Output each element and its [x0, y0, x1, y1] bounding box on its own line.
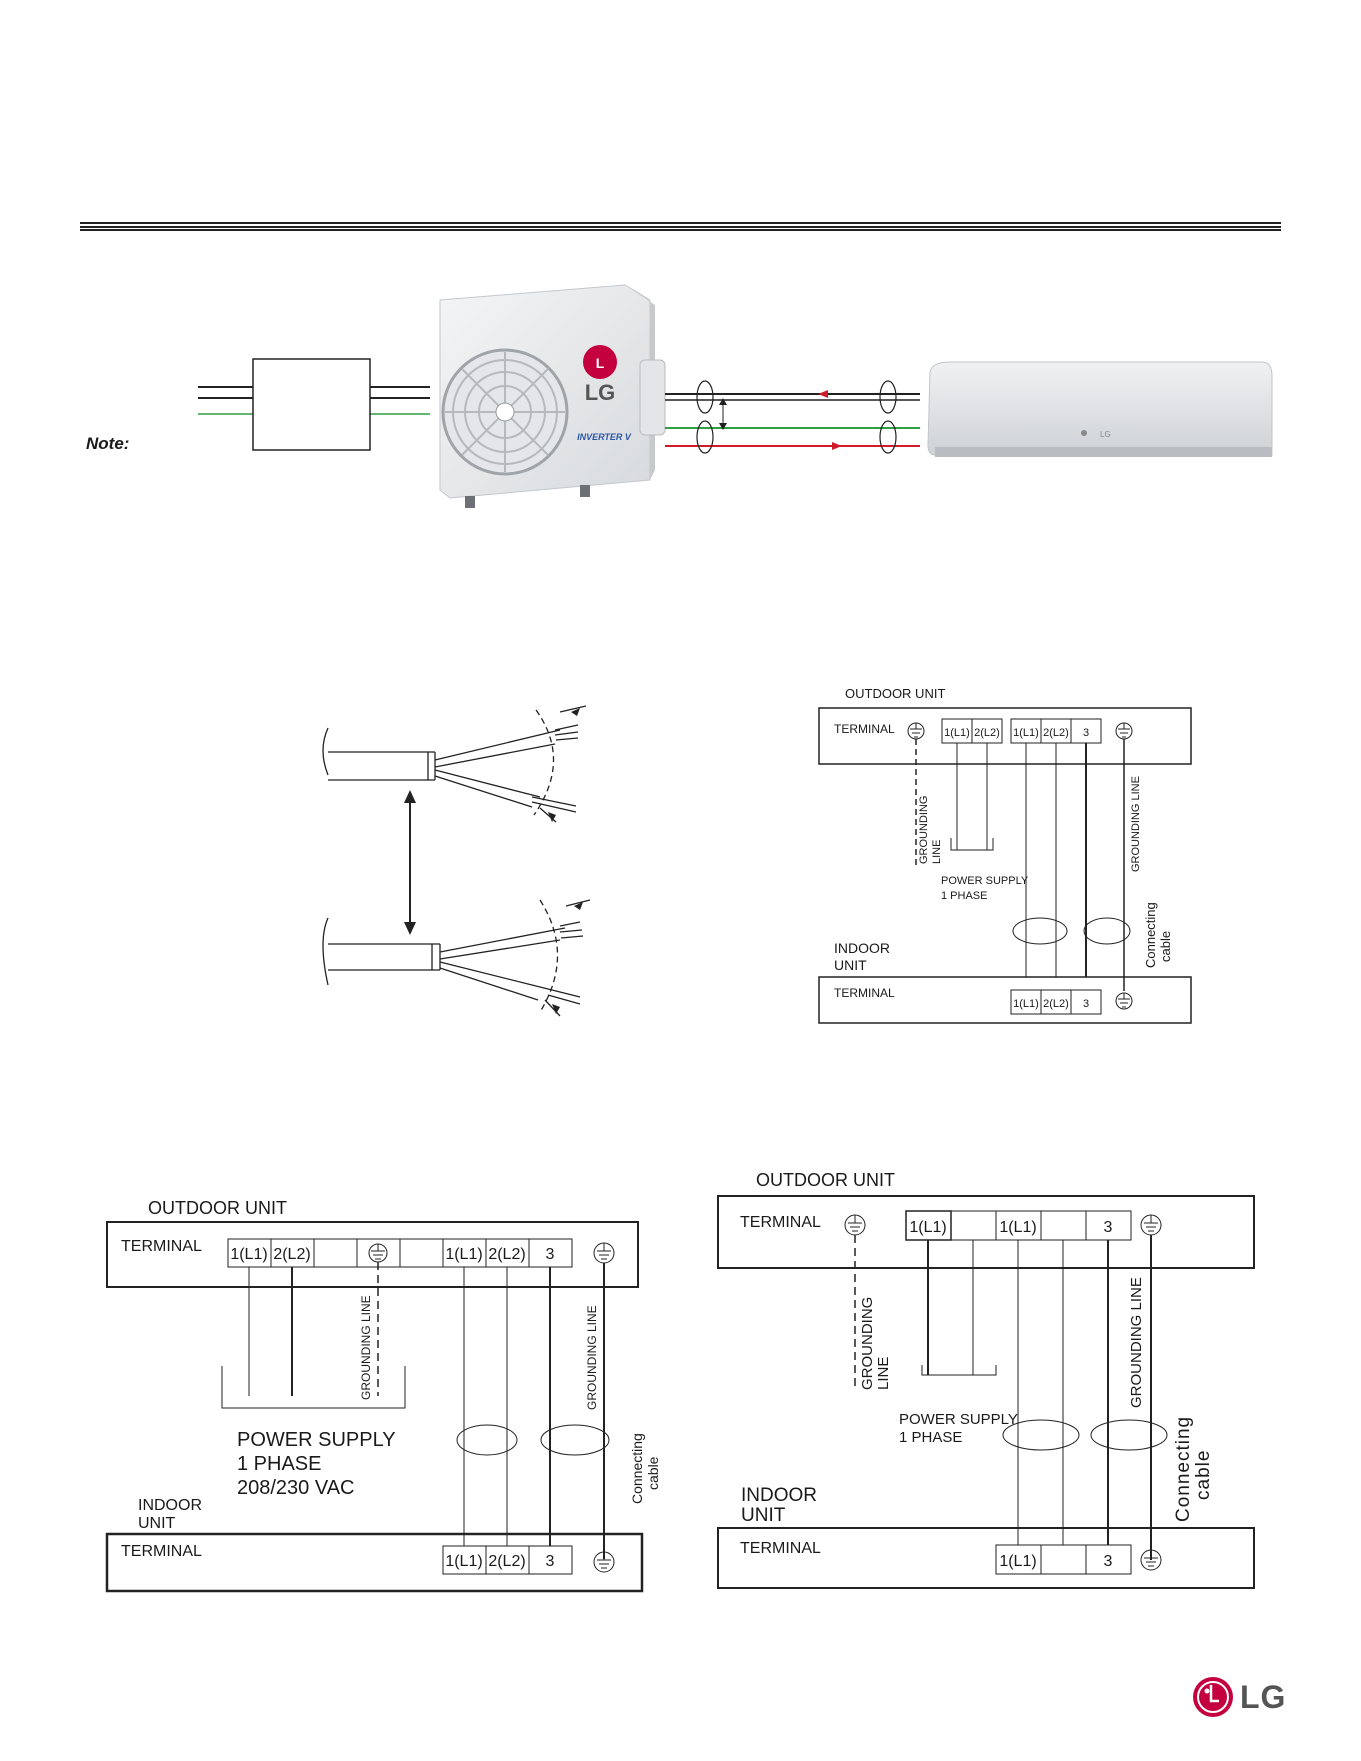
small-terminal-1l1: 1(L1): [1013, 727, 1039, 739]
right-grounding-line-left-1: GROUNDING: [859, 1297, 876, 1390]
small-indoor-ground-icon: [1115, 992, 1133, 1010]
right-connecting-cable-1: Connecting: [1173, 1416, 1194, 1522]
left-ground-right-icon: [593, 1242, 615, 1264]
small-indoor-terminal-label: TERMINAL: [834, 986, 895, 1000]
right-indoor-ground-icon: [1140, 1549, 1162, 1571]
small-connecting-cable-2: cable: [1158, 931, 1173, 962]
left-terminal-2l2-power: 2(L2): [273, 1246, 310, 1263]
small-terminal-3: 3: [1083, 727, 1089, 739]
small-terminal-2l2-power: 2(L2): [974, 727, 1000, 739]
right-terminal-3: 3: [1104, 1219, 1113, 1236]
right-outdoor-terminal-label: TERMINAL: [740, 1214, 821, 1231]
right-indoor-terminal-box: [717, 1527, 1255, 1589]
left-outdoor-terminal-box: [106, 1221, 639, 1288]
right-indoor-label-2: UNIT: [741, 1505, 786, 1526]
right-grounding-line-left-2: LINE: [875, 1357, 892, 1390]
small-outdoor-terminal-label: TERMINAL: [834, 722, 895, 736]
small-indoor-terminal-2l2: 2(L2): [1043, 998, 1069, 1010]
right-outdoor-terminal-box: [717, 1195, 1255, 1269]
left-indoor-ground-icon: [593, 1551, 615, 1573]
lg-logo-text: LG: [1240, 1679, 1287, 1715]
small-terminal-1l1-power: 1(L1): [944, 727, 970, 739]
small-outdoor-unit-label: OUTDOOR UNIT: [845, 686, 945, 701]
small-connecting-cable-1: Connecting: [1143, 902, 1158, 968]
power-input-lines: [198, 386, 430, 415]
indoor-brand-text: LG: [1100, 430, 1111, 439]
small-grounding-line-right: GROUNDING LINE: [1130, 776, 1142, 872]
right-indoor-label-1: INDOOR: [741, 1485, 817, 1506]
outdoor-badge-text: INVERTER V: [577, 432, 632, 442]
small-grounding-line-left-1: GROUNDING: [918, 796, 930, 864]
left-indoor-terminal-1l1: 1(L1): [445, 1553, 482, 1570]
outdoor-unit-image: L LG INVERTER V: [439, 284, 666, 508]
left-indoor-terminal-3: 3: [546, 1553, 555, 1570]
right-grounding-line-right: GROUNDING LINE: [1128, 1277, 1145, 1408]
left-indoor-label-1: INDOOR: [138, 1497, 202, 1514]
lg-logo: LG: [1192, 1675, 1292, 1719]
note-label: Note:: [86, 434, 130, 453]
small-outdoor-terminal-box: [818, 707, 1192, 765]
small-grounding-line-left-2: LINE: [931, 840, 943, 864]
left-outdoor-terminal-label: TERMINAL: [121, 1238, 202, 1255]
small-indoor-label-2: UNIT: [834, 957, 867, 973]
outdoor-brand-text: LG: [585, 380, 616, 405]
small-power-phase-label: 1 PHASE: [941, 890, 987, 902]
small-ground-right-icon: [1115, 722, 1133, 740]
left-connecting-cable-2: cable: [645, 1456, 661, 1490]
right-connecting-cable-2: cable: [1193, 1450, 1214, 1500]
left-indoor-terminal-box: [105, 1532, 644, 1593]
system-overview-diagram: L LG INVERTER V LG: [198, 284, 1273, 508]
indoor-unit-image: LG: [927, 361, 1273, 457]
left-ground-mid-icon: [368, 1243, 388, 1263]
right-ground-right-icon: [1140, 1214, 1162, 1236]
left-terminal-2l2: 2(L2): [488, 1246, 525, 1263]
right-power-supply-label: POWER SUPPLY: [899, 1411, 1018, 1428]
left-terminal-3: 3: [546, 1246, 555, 1263]
right-terminal-1l1: 1(L1): [999, 1219, 1036, 1236]
small-power-supply-label: POWER SUPPLY: [941, 875, 1029, 887]
left-power-voltage-label: 208/230 VAC: [237, 1477, 355, 1499]
connecting-cables: [665, 380, 920, 454]
right-outdoor-unit-label: OUTDOOR UNIT: [756, 1170, 895, 1190]
left-indoor-label-2: UNIT: [138, 1515, 176, 1532]
left-connecting-cable-1: Connecting: [629, 1433, 645, 1504]
left-outdoor-unit-label: OUTDOOR UNIT: [148, 1198, 287, 1218]
disconnect-box: [252, 358, 371, 451]
right-power-phase-label: 1 PHASE: [899, 1429, 962, 1446]
small-indoor-terminal-1l1: 1(L1): [1013, 998, 1039, 1010]
left-terminal-1l1: 1(L1): [445, 1246, 482, 1263]
lg-logo-icon: [1193, 1677, 1233, 1717]
header-rule: [80, 222, 1281, 231]
left-grounding-line-right: GROUNDING LINE: [585, 1305, 599, 1410]
right-terminal-1l1-power: 1(L1): [909, 1219, 946, 1236]
small-indoor-terminal-box: [818, 976, 1192, 1024]
small-indoor-label-1: INDOOR: [834, 940, 890, 956]
left-grounding-line-mid: GROUNDING LINE: [359, 1295, 373, 1400]
left-indoor-terminal-2l2: 2(L2): [488, 1553, 525, 1570]
right-indoor-terminal-3: 3: [1104, 1553, 1113, 1570]
small-terminal-2l2: 2(L2): [1043, 727, 1069, 739]
left-terminal-1l1-power: 1(L1): [230, 1246, 267, 1263]
small-ground-left-icon: [907, 722, 925, 740]
left-indoor-terminal-label: TERMINAL: [121, 1543, 202, 1560]
right-ground-left-icon: [844, 1214, 866, 1236]
small-indoor-terminal-3: 3: [1083, 998, 1089, 1010]
left-power-phase-label: 1 PHASE: [237, 1453, 321, 1475]
svg-text:L: L: [596, 355, 605, 371]
right-indoor-terminal-1l1: 1(L1): [999, 1553, 1036, 1570]
left-power-supply-label: POWER SUPPLY: [237, 1429, 396, 1451]
right-indoor-terminal-label: TERMINAL: [740, 1540, 821, 1557]
